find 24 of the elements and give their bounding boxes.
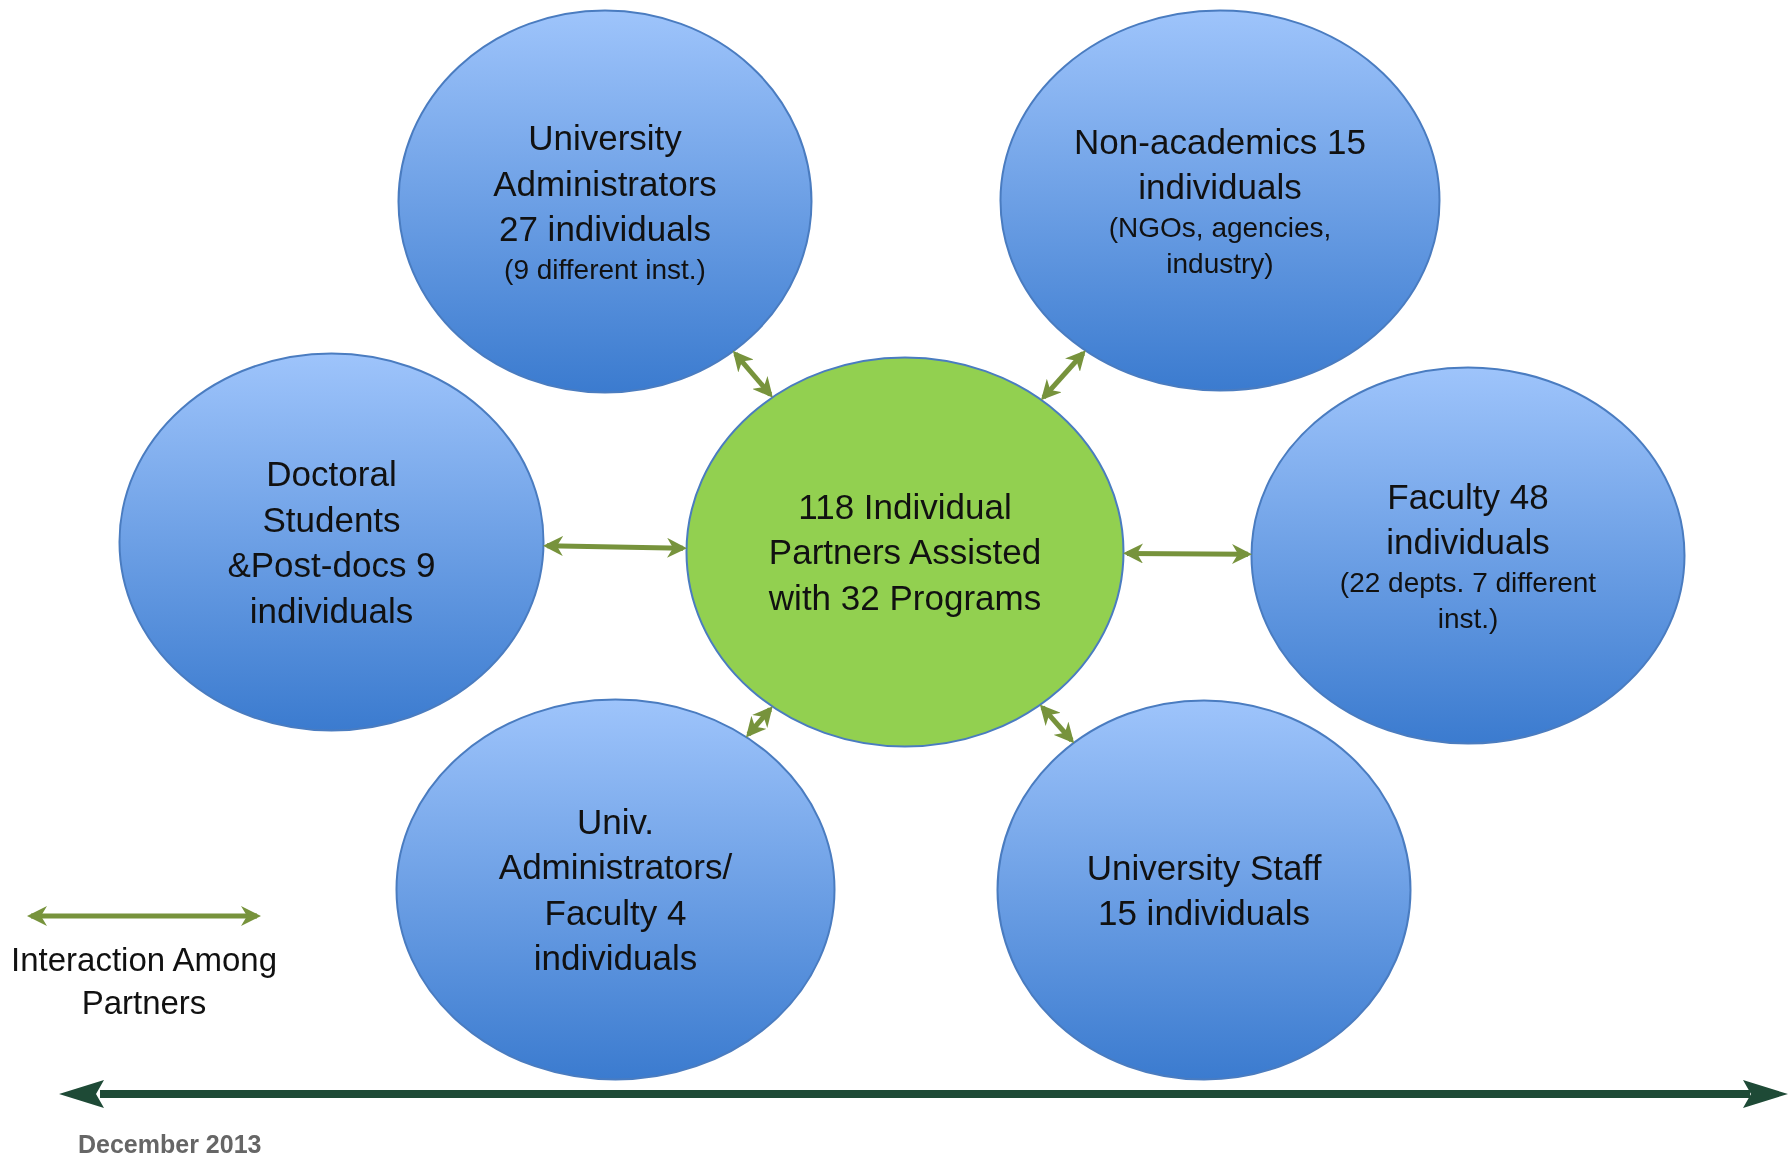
node-text: University Administrators 27 individuals <box>492 117 718 251</box>
node-text: Doctoral Students &Post-docs 9 individuals <box>226 453 437 632</box>
node-text: Faculty 48 individuals <box>1385 475 1551 564</box>
partner-ellipse <box>996 699 1412 1081</box>
double-arrow <box>1040 350 1086 401</box>
double-arrow <box>1123 543 1252 565</box>
node-text: (22 depts. 7 different inst.) <box>1338 565 1598 636</box>
node-text: 118 Individual Partners Assisted with 32 Programs <box>767 485 1043 619</box>
node-text: (NGOs, agencies, industry) <box>1107 210 1333 281</box>
node-text: University Staff 15 individuals <box>1085 846 1323 934</box>
node-text: (9 different inst.) <box>503 252 707 287</box>
double-arrow <box>1039 704 1075 744</box>
partner-ellipse <box>395 698 836 1081</box>
double-arrow <box>732 350 773 398</box>
date-note: December 2013 <box>78 1130 262 1157</box>
partner-ellipse <box>999 9 1441 392</box>
partner-ellipse <box>1250 366 1686 745</box>
center-ellipse <box>685 356 1125 748</box>
node-text: Non-academics 15 individuals <box>1073 120 1367 209</box>
double-arrow <box>745 706 773 738</box>
node-text: Univ. Administrators/ Faculty 4 individuals <box>497 800 734 979</box>
legend-text: Interaction Among Partners <box>10 940 278 1023</box>
partner-ellipse <box>397 9 813 394</box>
partner-ellipse <box>118 352 545 732</box>
